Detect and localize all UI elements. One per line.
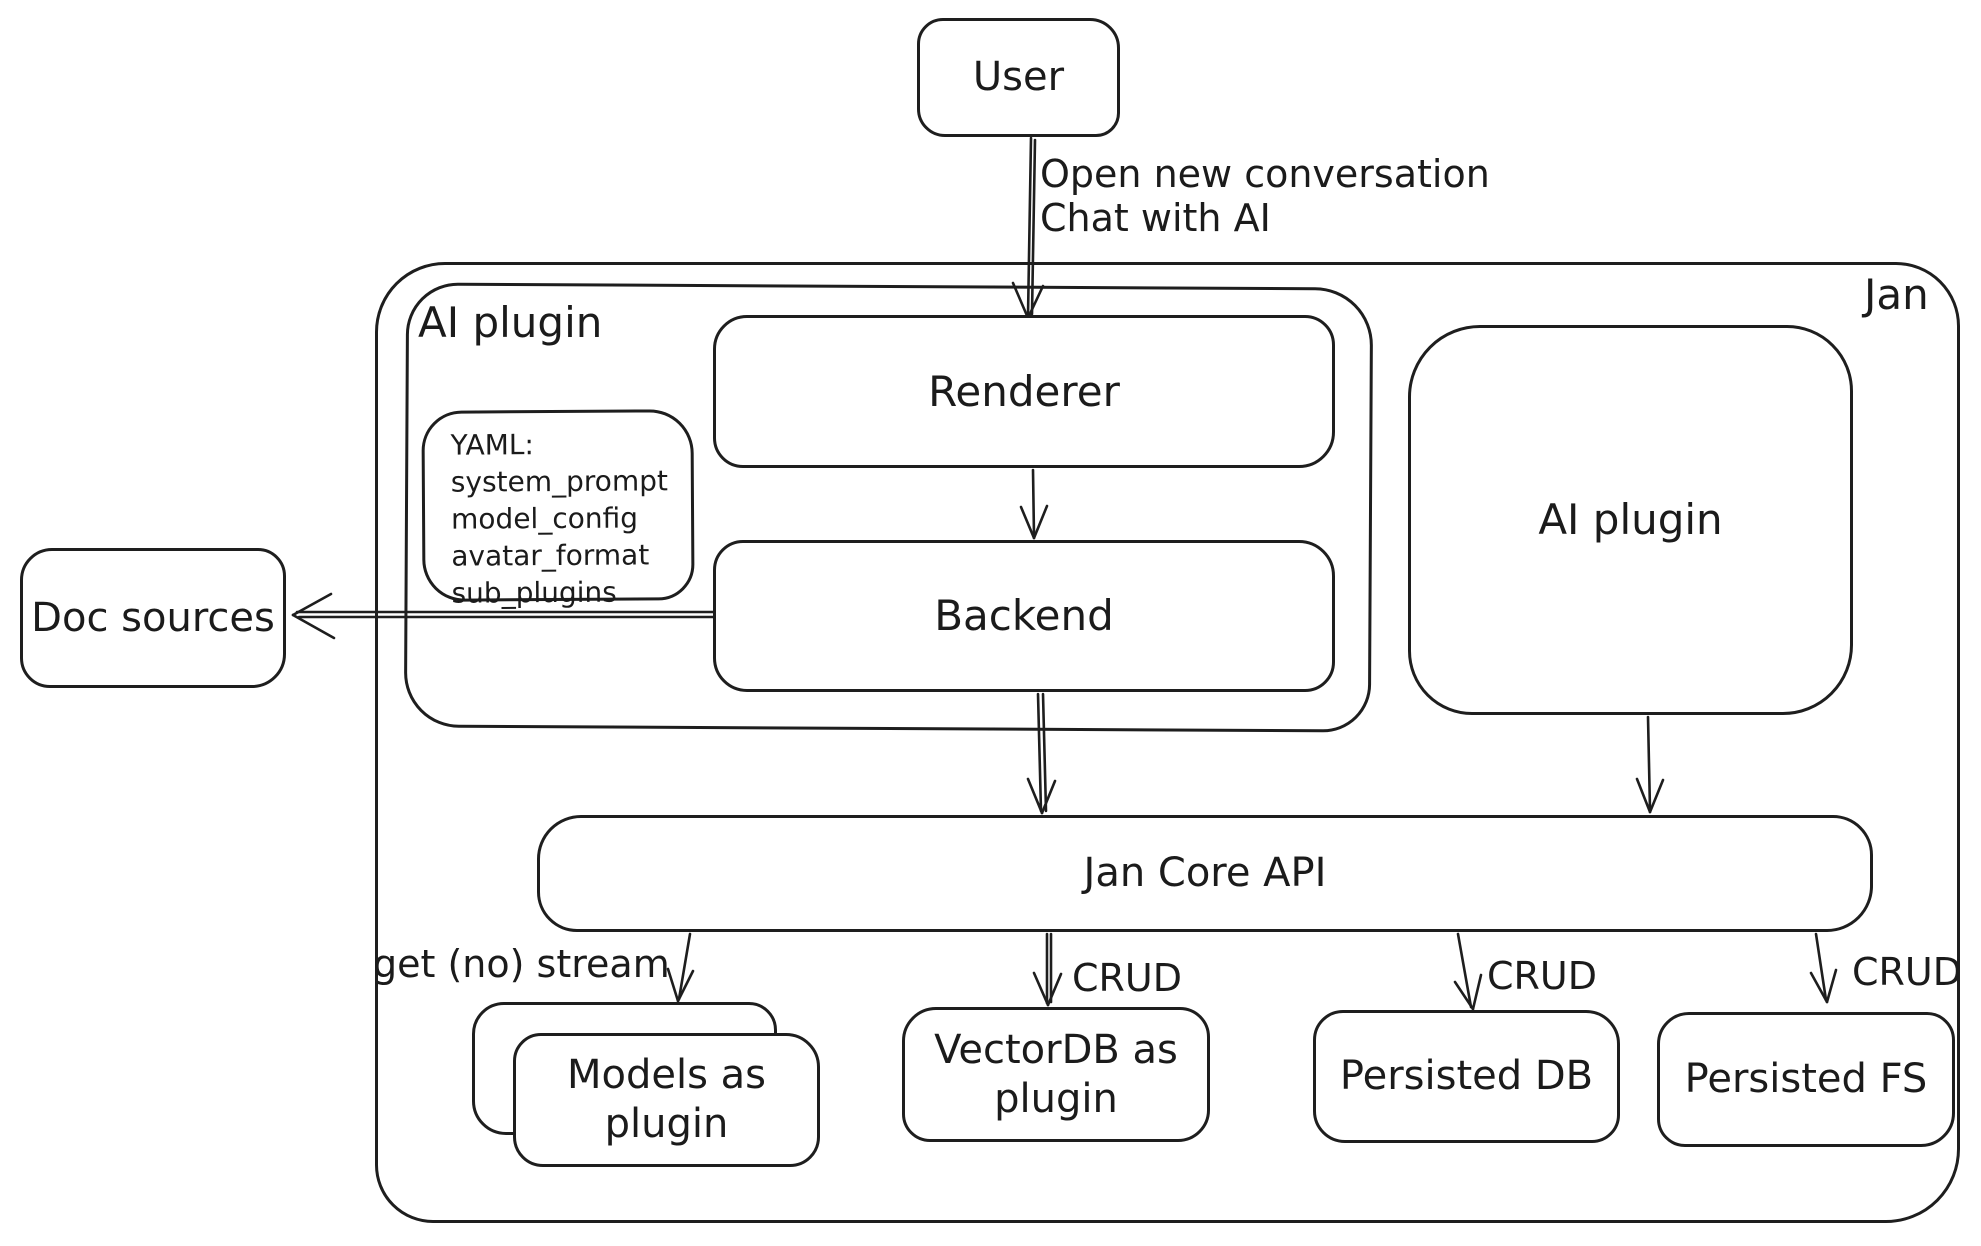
persisted-fs-node: Persisted FS (1657, 1012, 1955, 1147)
backend-node: Backend (713, 540, 1335, 692)
edge-label-line1: Open new conversation (1040, 152, 1490, 196)
yaml-note: YAML: system_prompt model_config avatar_… (421, 409, 695, 609)
renderer-node-label: Renderer (928, 366, 1120, 416)
yaml-note-line: avatar_format (451, 538, 650, 573)
ai-plugin-right-node: AI plugin (1408, 325, 1853, 715)
yaml-note-line: model_config (450, 501, 639, 536)
edge-label-open-conversation: Open new conversation Chat with AI (1040, 152, 1490, 240)
ai-plugin-container-label: AI plugin (418, 298, 603, 347)
persisted-db-label: Persisted DB (1339, 1053, 1594, 1100)
jan-label: Jan (1864, 270, 1929, 319)
jan-core-api-node: Jan Core API (537, 815, 1873, 932)
persisted-db-node: Persisted DB (1313, 1010, 1620, 1143)
yaml-note-title: YAML: (450, 428, 535, 462)
edge-label-crud-persisted-db: CRUD (1487, 954, 1598, 998)
yaml-note-line: sub_plugins (451, 575, 617, 610)
persisted-fs-label: Persisted FS (1684, 1056, 1928, 1103)
edge-label-crud-vectordb: CRUD (1072, 956, 1183, 1000)
vectordb-plugin-node: VectorDB as plugin (902, 1007, 1210, 1142)
jan-container (375, 262, 1960, 1223)
doc-sources-node: Doc sources (20, 548, 286, 688)
ai-plugin-right-label: AI plugin (1538, 495, 1723, 545)
edge-label-crud-persisted-fs: CRUD (1852, 950, 1963, 994)
models-plugin-node: Models as plugin (513, 1033, 820, 1167)
user-node: User (917, 18, 1120, 137)
backend-node-label: Backend (934, 591, 1114, 641)
vectordb-plugin-label: VectorDB as plugin (934, 1026, 1178, 1122)
edge-label-line2: Chat with AI (1040, 196, 1271, 240)
edge-label-get-no-stream: get (no) stream (373, 942, 670, 986)
models-plugin-label: Models as plugin (566, 1052, 766, 1147)
yaml-note-line: system_prompt (450, 464, 669, 499)
jan-core-api-label: Jan Core API (1083, 850, 1327, 897)
renderer-node: Renderer (713, 315, 1335, 468)
user-node-label: User (972, 54, 1065, 101)
doc-sources-label: Doc sources (31, 594, 275, 641)
